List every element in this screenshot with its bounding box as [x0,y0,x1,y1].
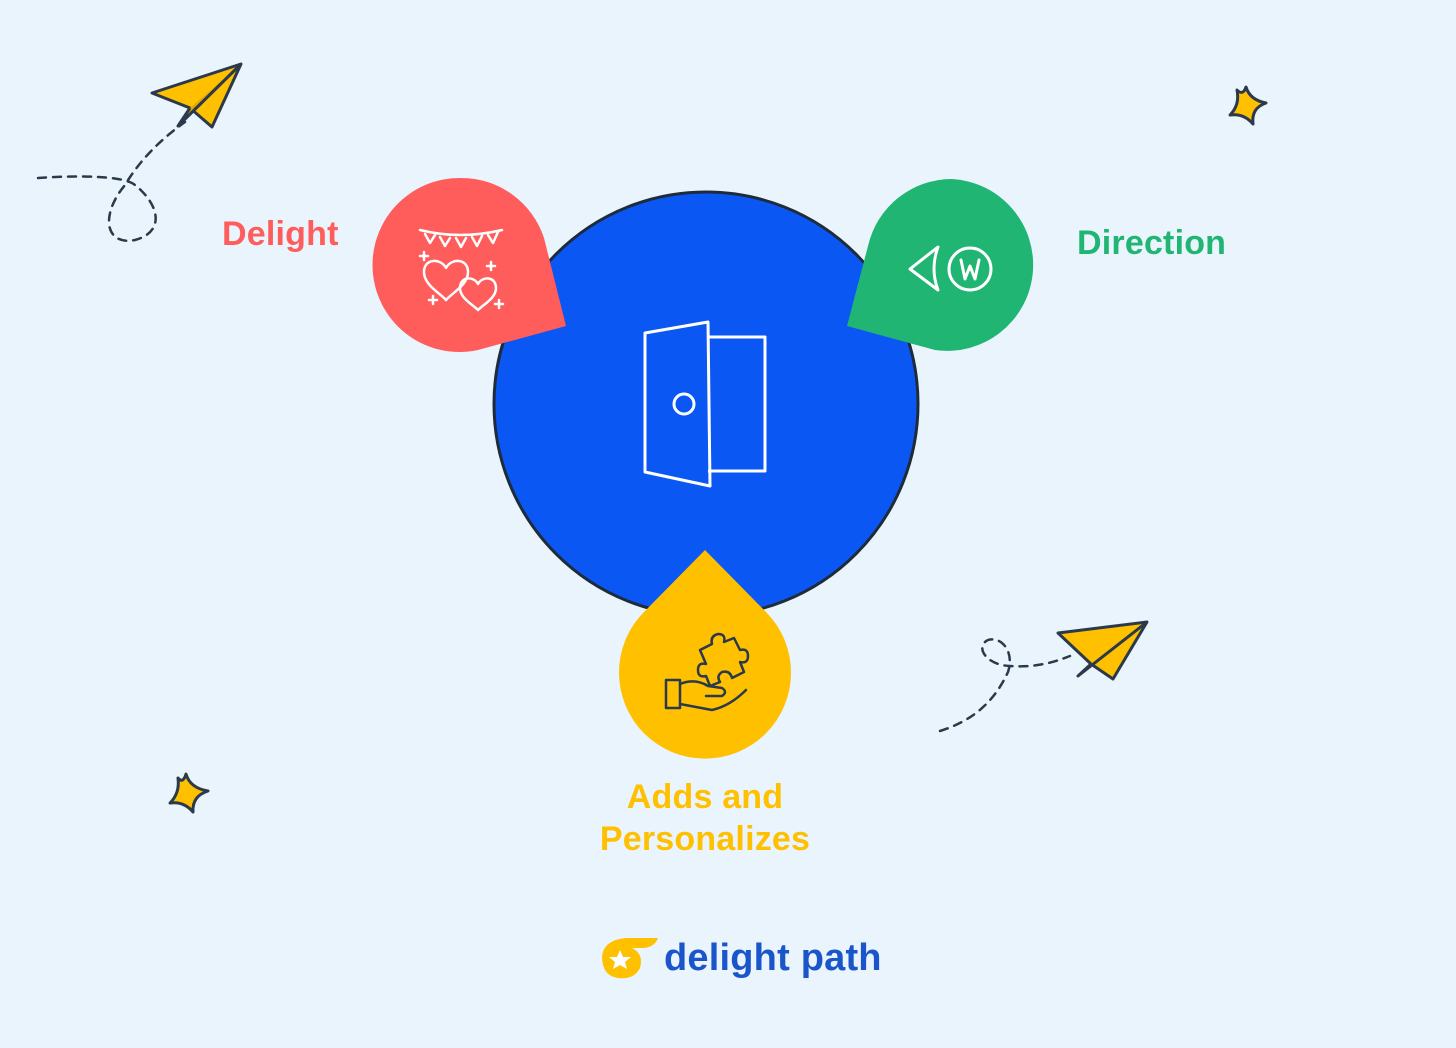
direction-arrow-icon [908,245,993,292]
delight-label: Delight [222,215,339,253]
sparkle-icon [1228,85,1268,126]
adds-label-line2: Personalizes [599,820,811,858]
delight-path-logo-icon [602,938,658,979]
hand-puzzle-icon [664,632,750,712]
paper-plane-icon [938,620,1149,733]
sparkle-icon [168,772,210,814]
delight-node [372,177,566,352]
celebration-hearts-icon [418,228,505,312]
brand-logo: delight path [596,930,882,986]
paper-plane-icon [36,62,243,242]
brand-logo-spacer [596,933,658,983]
direction-label: Direction [1077,224,1227,262]
brand-name: delight path [664,936,882,979]
adds-and-personalizes-label: Adds and Personalizes [560,776,850,860]
adds-node [618,550,791,759]
direction-node [847,178,1034,351]
door-open-icon [643,320,767,488]
adds-label-line1: Adds and [626,778,784,816]
